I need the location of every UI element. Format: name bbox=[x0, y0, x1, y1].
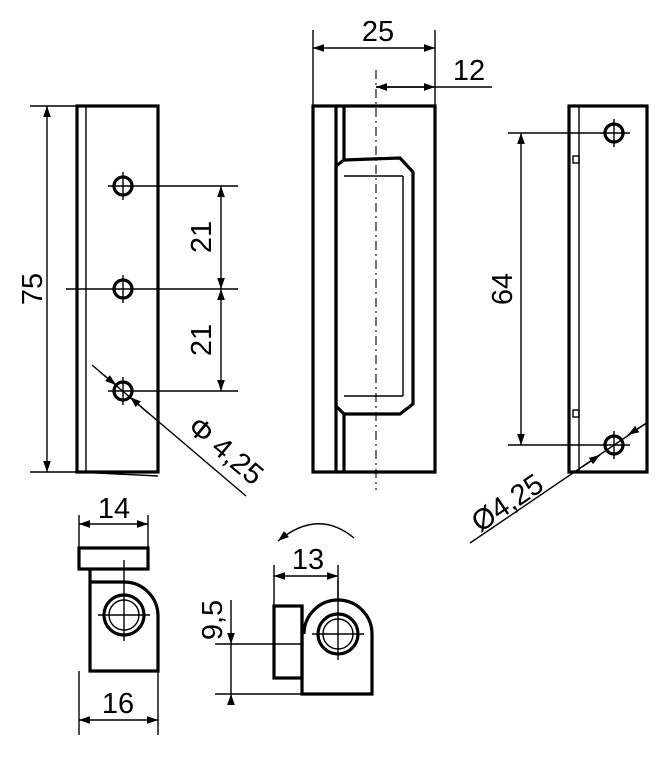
dim-14-label: 14 bbox=[98, 493, 130, 525]
front-view-bottom-line bbox=[76, 471, 159, 477]
side-view-knuckle bbox=[343, 156, 415, 416]
bottom-left-top-plate bbox=[77, 546, 150, 571]
dim-12-label: 12 bbox=[453, 55, 485, 87]
dim-diameter-right-label: Ø4,25 bbox=[466, 468, 549, 539]
dim-diameter-leader-left bbox=[91, 364, 247, 497]
dim-21-lower-label: 21 bbox=[186, 324, 218, 356]
dim-75-label: 75 bbox=[17, 273, 49, 305]
back-view-notch-bottom bbox=[572, 409, 580, 418]
dim-16-label: 16 bbox=[102, 688, 134, 720]
dim-diameter-left-label: Φ 4,25 bbox=[182, 411, 270, 492]
dim-diameter-leader-right bbox=[469, 421, 649, 544]
dim-25-label: 25 bbox=[362, 16, 394, 48]
back-view-outline bbox=[567, 104, 649, 474]
dim-9-5-label: 9,5 bbox=[197, 600, 229, 640]
back-view-notch-top bbox=[572, 155, 580, 164]
side-view: 25 12 bbox=[311, 16, 492, 490]
side-view-leaf-right bbox=[336, 104, 437, 474]
dim-diameter-right-arrow-a bbox=[581, 454, 601, 468]
dim-diameter-arrow-b bbox=[129, 396, 149, 414]
bottom-left-body bbox=[88, 569, 160, 673]
dim-21-upper-label: 21 bbox=[186, 221, 218, 253]
back-view: 64 Ø4,25 bbox=[466, 104, 649, 544]
bottom-view-left: 14 16 bbox=[77, 493, 160, 735]
side-view-inner-contour bbox=[334, 106, 346, 472]
dim-13-label: 13 bbox=[292, 544, 324, 576]
bottom-mid-leaf bbox=[272, 604, 304, 680]
side-view-leaf-left bbox=[311, 104, 338, 474]
bottom-mid-body bbox=[300, 598, 374, 696]
dim-diameter-right-arrow-b bbox=[627, 423, 646, 436]
front-view: 75 21 21 Φ 4,25 bbox=[17, 104, 270, 497]
bottom-view-middle: 13 9,5 bbox=[197, 523, 374, 705]
dim-64-label: 64 bbox=[487, 273, 519, 305]
dim-diameter-arrow-a bbox=[99, 371, 117, 386]
rotation-arrow bbox=[277, 523, 355, 542]
